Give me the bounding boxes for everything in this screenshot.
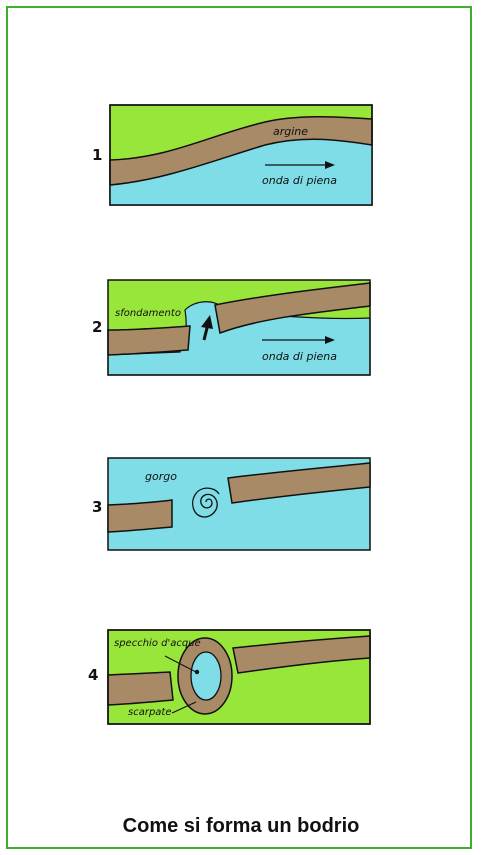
panel-2-number: 2 [92,318,102,336]
panel-4: 4 specchio d'acque scarpate [88,630,370,724]
panel-3-whirlpool-label: gorgo [145,470,177,483]
panel-3: 3 gorgo [92,458,370,550]
panel-3-number: 3 [92,498,102,516]
panel-2-bank-left [108,326,190,355]
panel-4-slope-label: scarpate [128,707,172,718]
figure-caption: Come si forma un bodrio [0,815,482,838]
panel-4-pond [191,652,221,700]
panel-2: 2 sfondamento onda di piena [92,280,370,375]
panel-4-bank-left [108,672,173,705]
panel-3-bank-left [108,500,172,532]
panel-4-number: 4 [88,666,98,684]
panel-2-flood-label: onda di piena [262,350,337,363]
panel-1-flood-label: onda di piena [262,174,337,187]
panel-1-number: 1 [92,146,102,164]
panel-1: 1 argine onda di piena [92,105,372,205]
panel-4-pond-label: specchio d'acque [114,638,201,649]
panel-2-breach-label: sfondamento [115,308,181,319]
panel-1-bank-label: argine [273,125,308,138]
